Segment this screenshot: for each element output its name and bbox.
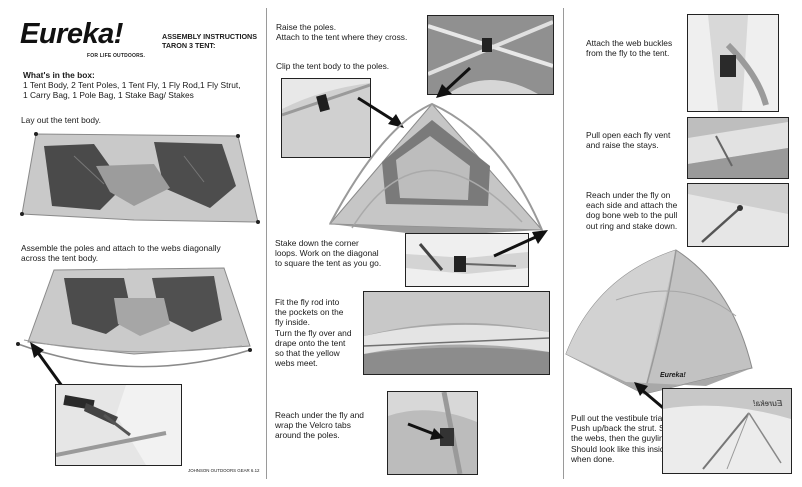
tent-fly-logo: Eureka! (660, 372, 686, 379)
step-vestibule-line-1: Pull out the vestibule triangle. (571, 413, 681, 423)
vestibule-fly-logo: Eureka! (753, 399, 783, 408)
box-contents-line-2: 1 Carry Bag, 1 Pole Bag, 1 Stake Bag/ St… (23, 90, 194, 101)
pole-crossing-inset-photo (427, 15, 554, 95)
box-contents: What's in the box: 1 Tent Body, 2 Tent P… (23, 70, 241, 101)
raised-tent-illustration (312, 96, 556, 236)
step-dogbone-line-3: dog bone web to the pull (586, 210, 678, 221)
step-dog-bone: Reach under the fly on each side and att… (586, 190, 677, 231)
web-buckle-inset-photo (687, 14, 779, 112)
step-assemble-line-1: Assemble the poles and attach to the web… (21, 243, 221, 253)
step-assemble-line-2: across the tent body. (21, 253, 99, 264)
fly-rod-photo (363, 291, 550, 375)
step-flyrod-line-2: the pockets on the (275, 307, 344, 318)
header-line-1: ASSEMBLY INSTRUCTIONS (162, 32, 258, 41)
arrow-crossing (436, 66, 472, 98)
step-vent-line-1: Pull open each fly vent (586, 130, 671, 140)
footer-code: JOHNSON OUTDOORS GEAR 6.12 (188, 468, 260, 473)
pole-web-inset-photo (55, 384, 182, 466)
step-dogbone-line-1: Reach under the fly on (586, 190, 671, 200)
column-divider-2 (563, 8, 564, 479)
step-flyrod-line-4: Turn the fly over and (275, 327, 352, 338)
eureka-logo: Eureka! (20, 18, 123, 50)
step-vestibule-line-5: when done. (571, 453, 615, 464)
step-raise-line-2: Attach to the tent where they cross. (276, 32, 408, 43)
step-fly-vent: Pull open each fly vent and raise the st… (586, 130, 670, 150)
tent-body-flat-illustration (14, 126, 262, 226)
step-flyrod-line-5: drape onto the tent (275, 337, 346, 348)
arrow-stake (493, 230, 548, 258)
logo-tagline: FOR LIFE OUTDOORS. (87, 53, 146, 59)
box-contents-heading: What's in the box: (23, 70, 95, 80)
finished-tent-illustration (556, 246, 756, 398)
step-web-buckles: Attach the web buckles from the fly to t… (586, 38, 672, 58)
step-flyrod-line-3: fly inside. (275, 317, 310, 328)
step-stake: Stake down the corner loops. Work on the… (275, 238, 381, 269)
arrow-pole-corner (30, 342, 64, 387)
step-vestibule-line-4: Should look like this inside (571, 443, 670, 454)
step-buckles-line-1: Attach the web buckles (586, 38, 673, 48)
step-raise-poles: Raise the poles. Attach to the tent wher… (276, 22, 407, 42)
step-velcro: Reach under the fly and wrap the Velcro … (275, 410, 364, 441)
step-velcro-line-2: wrap the Velcro tabs (275, 420, 351, 431)
fly-vent-inset-photo (687, 117, 789, 179)
step-stake-line-1: Stake down the corner (275, 238, 359, 248)
tent-body-poles-illustration (14, 264, 262, 374)
column-divider-1 (266, 8, 267, 479)
step-flyrod-line-6: so that the yellow (275, 348, 340, 359)
arrow-velcro (407, 422, 444, 440)
stake-corner-inset-photo (405, 233, 529, 287)
step-stake-line-3: to square the tent as you go. (275, 258, 382, 269)
vestibule-inside-inset-photo: Eureka! (662, 388, 792, 474)
step-fly-rod: Fit the fly rod into the pockets on the … (275, 297, 352, 368)
step-buckles-line-2: from the fly to the tent. (586, 48, 670, 59)
step-velcro-line-3: around the poles. (275, 430, 340, 441)
step-dogbone-line-4: out ring and stake down. (586, 220, 678, 231)
step-stake-line-2: loops. Work on the diagonal (275, 248, 379, 259)
step-dogbone-line-2: each side and attach the (586, 200, 678, 211)
step-vestibule-line-2: Push up/back the strut. Stake (571, 423, 681, 434)
step-vestibule: Pull out the vestibule triangle. Push up… (571, 413, 680, 464)
header-line-2: TARON 3 TENT: (162, 41, 216, 50)
step-raise-line-1: Raise the poles. (276, 22, 337, 32)
box-contents-line-1: 1 Tent Body, 2 Tent Poles, 1 Tent Fly, 1… (23, 80, 241, 91)
dog-bone-inset-photo (687, 183, 789, 247)
step-flyrod-line-1: Fit the fly rod into (275, 297, 340, 307)
step-flyrod-line-7: webs meet. (275, 358, 318, 369)
header-title: ASSEMBLY INSTRUCTIONS TARON 3 TENT: (162, 32, 257, 50)
step-lay-out: Lay out the tent body. (21, 115, 101, 125)
step-assemble-poles: Assemble the poles and attach to the web… (21, 243, 221, 263)
step-vestibule-line-3: the webs, then the guyline. (571, 433, 671, 444)
clip-inset-photo (281, 78, 371, 158)
step-vent-line-2: and raise the stays. (586, 140, 659, 151)
step-velcro-line-1: Reach under the fly and (275, 410, 364, 420)
step-clip: Clip the tent body to the poles. (276, 61, 390, 71)
